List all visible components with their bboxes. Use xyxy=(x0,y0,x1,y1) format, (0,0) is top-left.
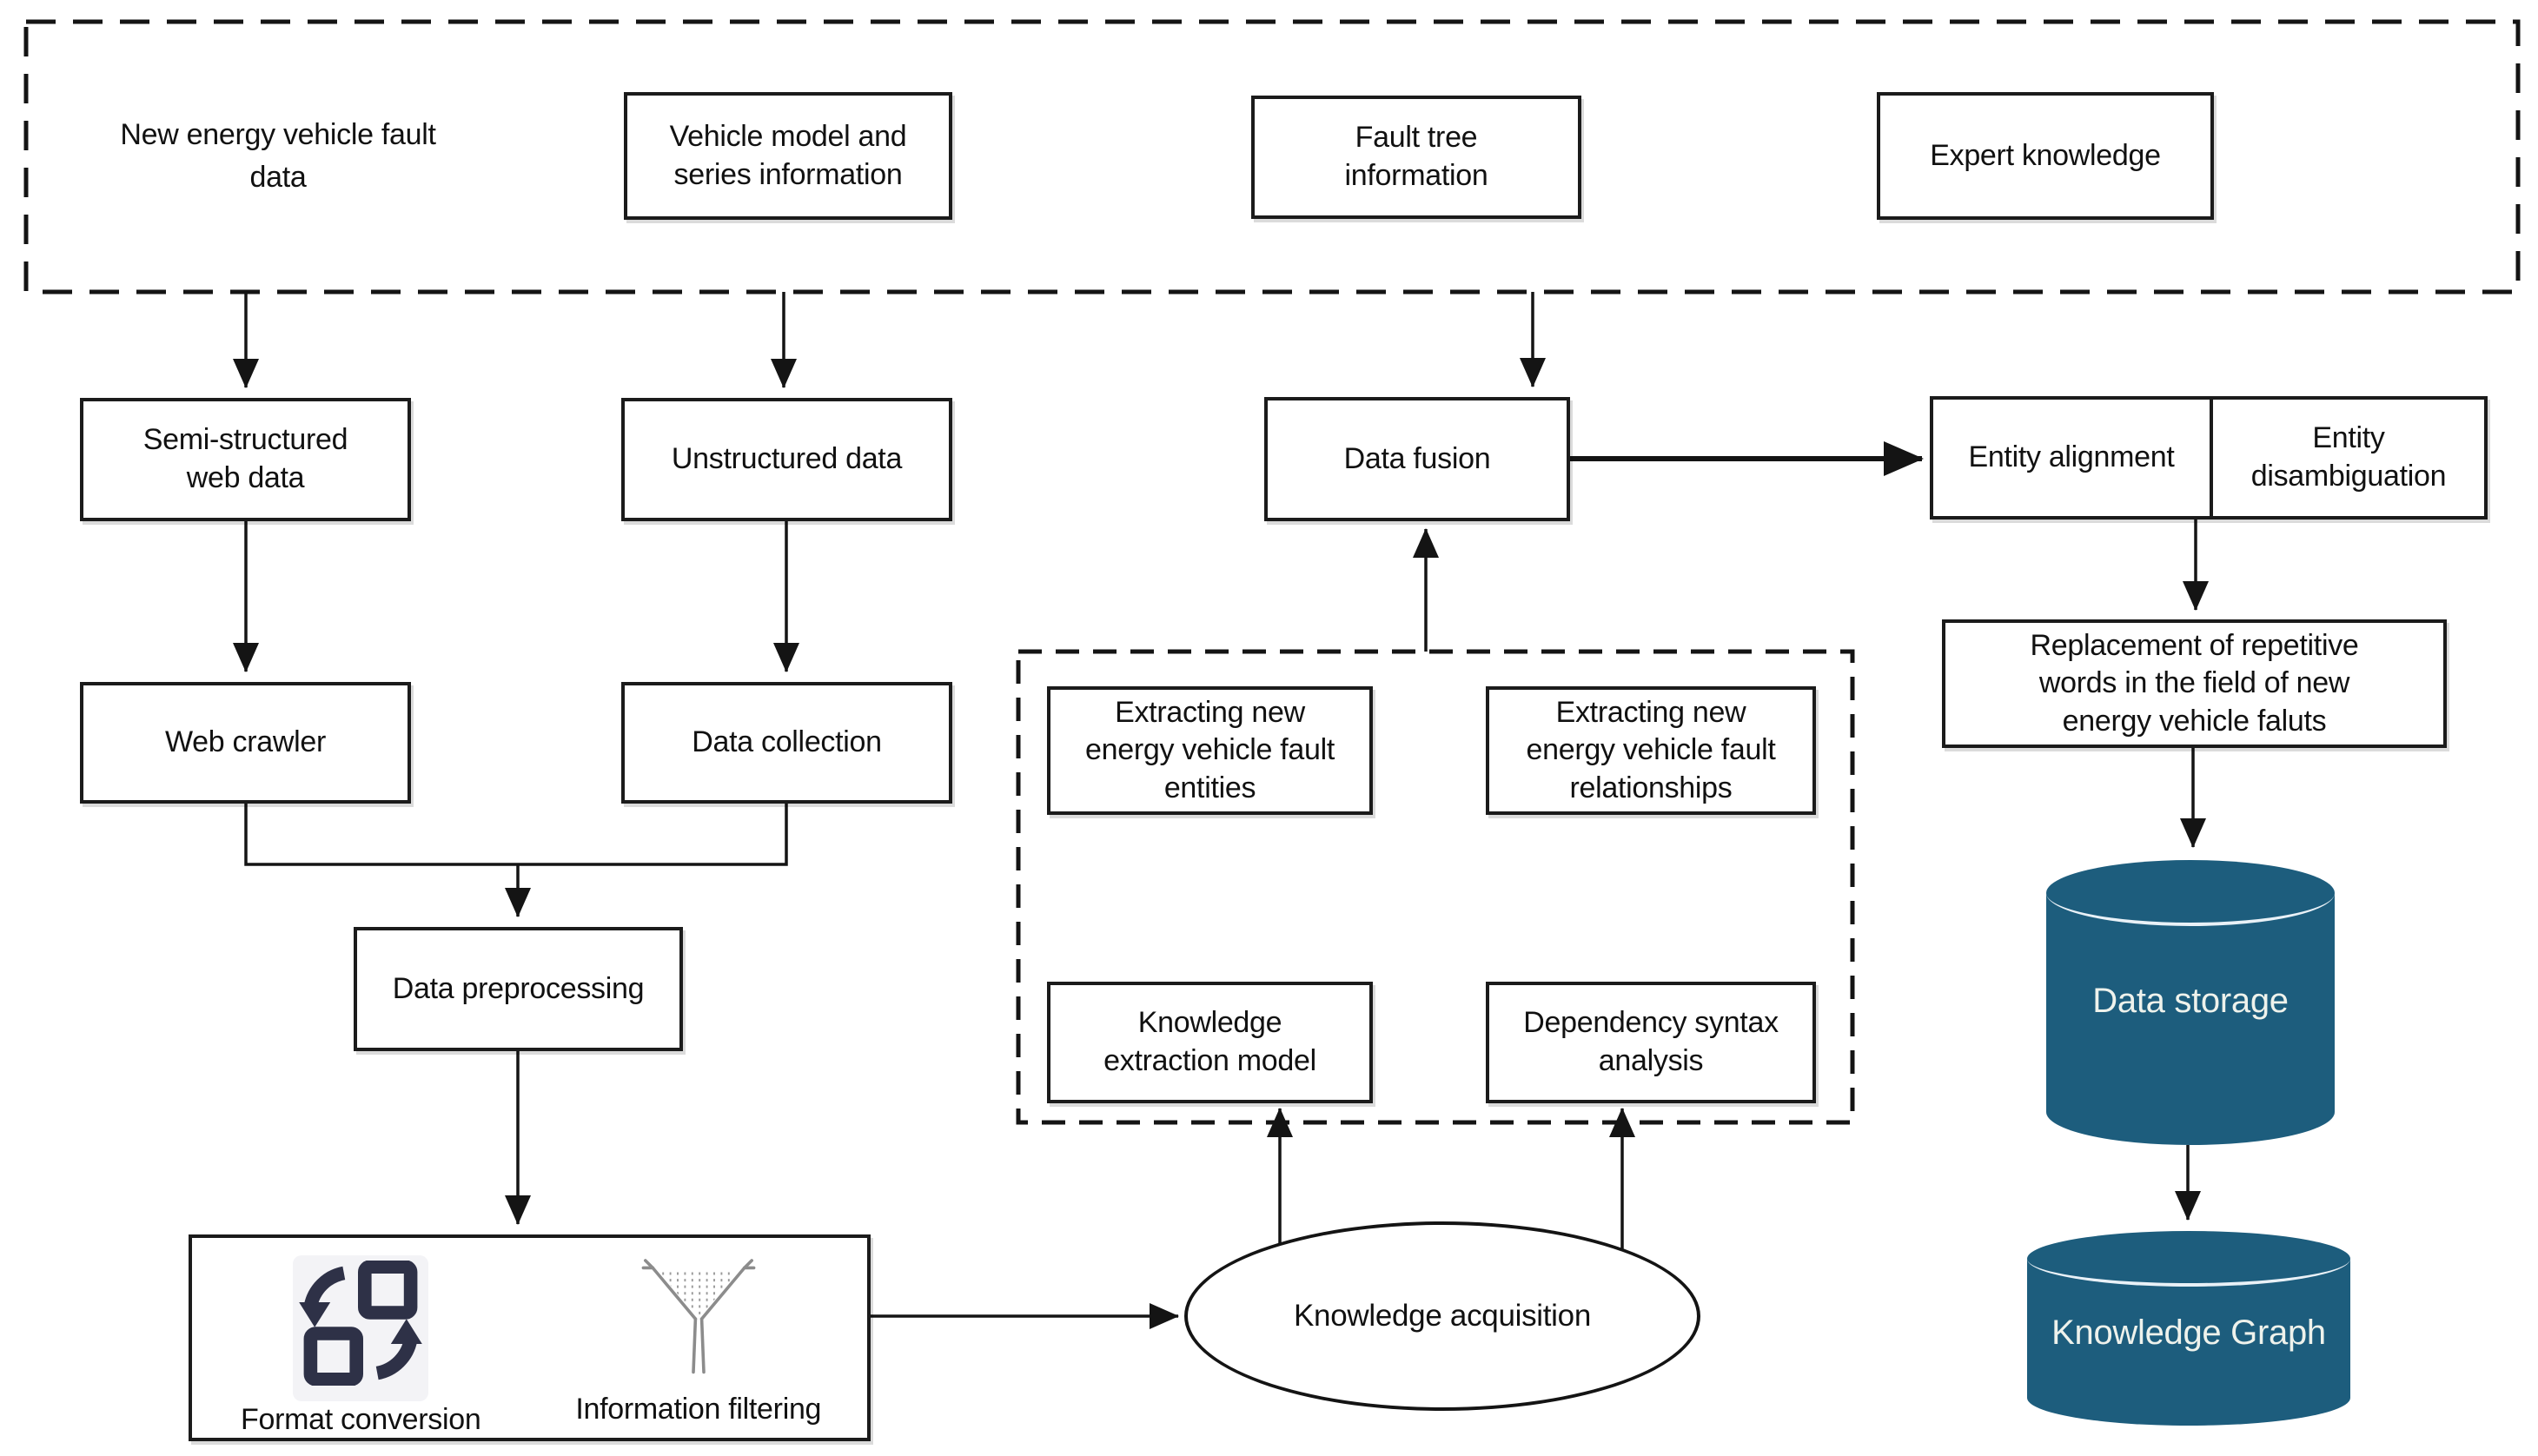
cylinder-knowledge-graph: Knowledge Graph xyxy=(2027,1231,2350,1426)
box-data-fusion-label: Data fusion xyxy=(1343,441,1491,475)
box-expert-knowledge-label: Expert knowledge xyxy=(1930,138,2161,172)
format-conversion-column: Format conversion xyxy=(192,1250,530,1436)
cylinder-data-storage: Data storage xyxy=(2046,860,2335,1145)
data-storage-body xyxy=(2046,893,2335,1112)
knowledge-graph-cap xyxy=(2027,1231,2350,1287)
box-extracting-entities-label: Extracting new energy vehicle fault enti… xyxy=(1085,695,1335,804)
box-extracting-relationships: Extracting new energy vehicle fault rela… xyxy=(1486,686,1816,815)
box-knowledge-extraction-model-label: Knowledge extraction model xyxy=(1103,1006,1316,1077)
box-knowledge-extraction-model: Knowledge extraction model xyxy=(1047,982,1373,1103)
box-data-preprocessing: Data preprocessing xyxy=(354,927,683,1051)
box-data-preprocessing-label: Data preprocessing xyxy=(392,971,645,1005)
box-expert-knowledge: Expert knowledge xyxy=(1877,92,2214,220)
box-web-crawler-label: Web crawler xyxy=(164,725,326,759)
format-conversion-icon xyxy=(293,1255,429,1401)
box-vehicle-model-label: Vehicle model and series information xyxy=(669,119,907,191)
format-conversion-label: Format conversion xyxy=(241,1402,481,1436)
box-data-collection-label: Data collection xyxy=(692,725,882,759)
box-preprocessing-tools: Format conversion xyxy=(189,1234,871,1441)
box-fault-tree: Fault tree information xyxy=(1251,96,1581,219)
cell-entity-disambiguation: Entity disambiguation xyxy=(2210,400,2484,516)
box-data-collection: Data collection xyxy=(621,682,952,804)
join-crawler-collection xyxy=(244,804,788,866)
box-vehicle-model: Vehicle model and series information xyxy=(624,92,952,220)
entity-disambiguation-label: Entity disambiguation xyxy=(2250,421,2447,493)
box-data-fusion: Data fusion xyxy=(1264,397,1570,521)
box-web-crawler: Web crawler xyxy=(80,682,411,804)
box-semi-structured-label: Semi-structured web data xyxy=(142,423,348,494)
entity-alignment-label: Entity alignment xyxy=(1968,440,2175,474)
information-filtering-column: Information filtering xyxy=(530,1250,868,1429)
box-dependency-syntax: Dependency syntax analysis xyxy=(1486,982,1816,1103)
box-extracting-relationships-label: Extracting new energy vehicle fault rela… xyxy=(1526,695,1776,804)
box-entity-pair: Entity alignment Entity disambiguation xyxy=(1930,396,2488,520)
box-unstructured: Unstructured data xyxy=(621,398,952,521)
cell-entity-alignment: Entity alignment xyxy=(1933,400,2210,516)
source-new-energy-fault-data: New energy vehicle fault data xyxy=(83,106,474,207)
data-storage-label: Data storage xyxy=(2092,982,2289,1020)
box-extracting-entities: Extracting new energy vehicle fault enti… xyxy=(1047,686,1373,815)
extraction-dashed-panel xyxy=(1016,649,1855,1125)
knowledge-graph-label: Knowledge Graph xyxy=(2051,1314,2326,1352)
data-storage-cap xyxy=(2046,860,2335,926)
box-unstructured-label: Unstructured data xyxy=(671,442,903,476)
sources-dashed-panel xyxy=(23,19,2521,295)
funnel-icon xyxy=(636,1255,761,1391)
knowledge-acquisition-label: Knowledge acquisition xyxy=(1294,1299,1591,1333)
box-dependency-syntax-label: Dependency syntax analysis xyxy=(1523,1006,1779,1077)
box-fault-tree-label: Fault tree information xyxy=(1344,121,1488,192)
box-semi-structured: Semi-structured web data xyxy=(80,398,411,521)
source-new-energy-fault-data-label: New energy vehicle fault data xyxy=(120,117,436,194)
information-filtering-label: Information filtering xyxy=(575,1392,822,1426)
box-replacement: Replacement of repetitive words in the f… xyxy=(1942,619,2447,748)
ellipse-knowledge-acquisition: Knowledge acquisition xyxy=(1184,1221,1700,1411)
box-replacement-label: Replacement of repetitive words in the f… xyxy=(2030,628,2359,738)
